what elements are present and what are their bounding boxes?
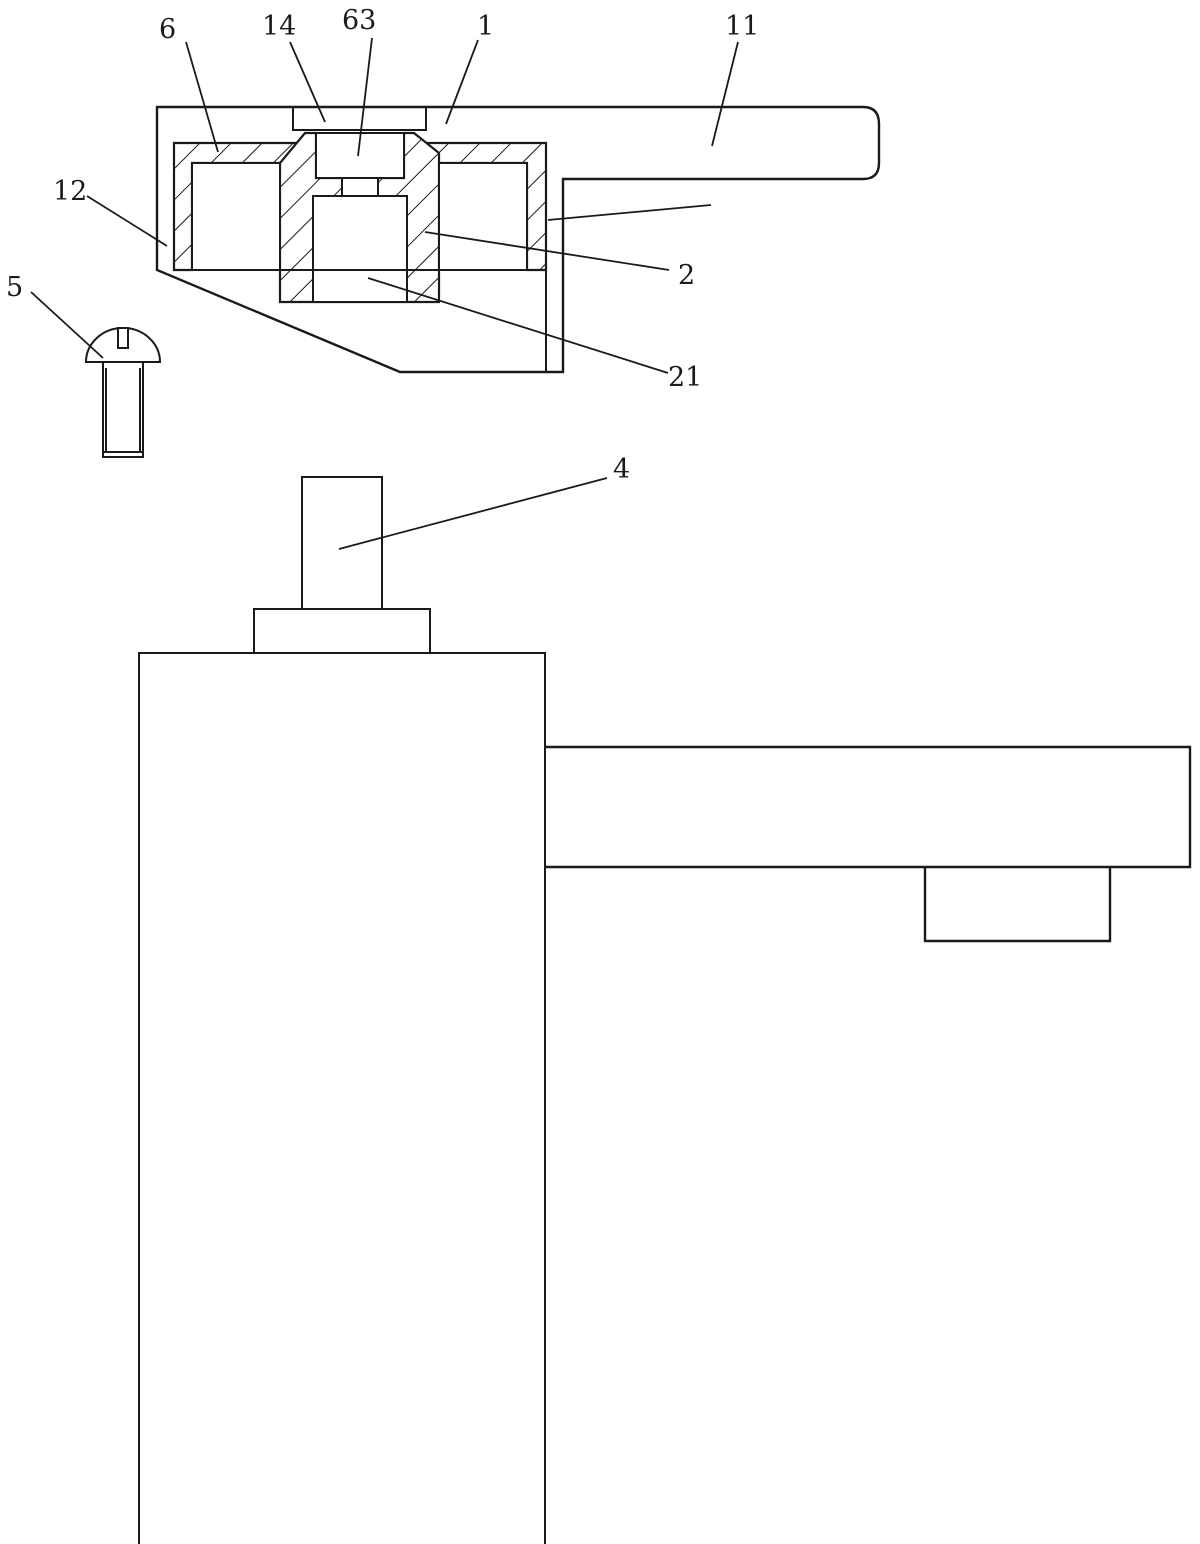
main-body [138,652,546,1544]
reference-labels: 6 14 63 1 11 12 2 21 5 4 [6,5,759,485]
leader-lines [30,37,739,550]
shaft [301,476,383,610]
label-6: 6 [159,14,176,45]
label-21: 21 [668,362,702,393]
label-4: 4 [613,454,630,485]
screw [84,327,162,458]
label-11: 11 [725,11,759,42]
label-5: 5 [6,272,23,303]
label-14: 14 [262,11,296,42]
label-1: 1 [477,11,494,42]
label-63: 63 [342,5,376,36]
hatched-insert [172,131,548,304]
spout-arm [545,745,1192,869]
spout-outlet [923,867,1112,943]
collar [253,608,431,654]
label-12: 12 [53,176,87,207]
label-2: 2 [678,260,695,291]
